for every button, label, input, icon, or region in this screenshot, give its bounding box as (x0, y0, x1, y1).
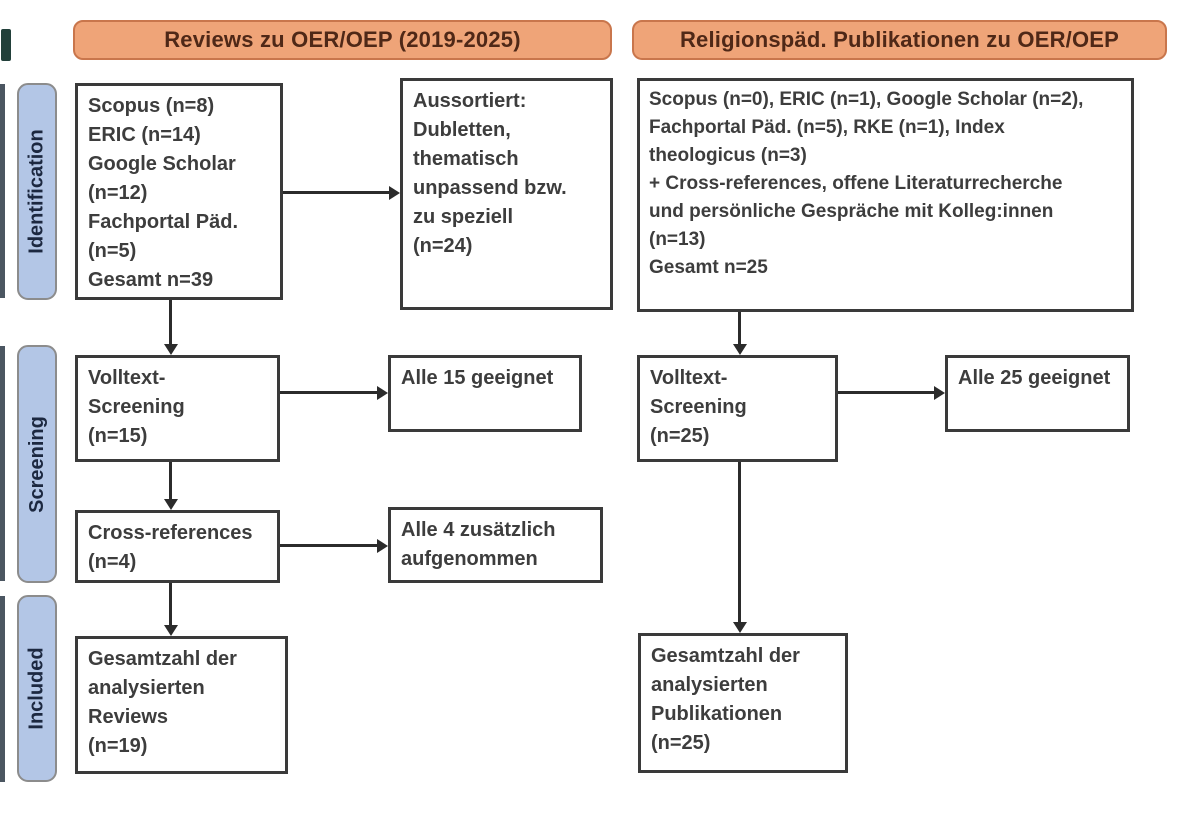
node-right-fulltext-screening: Volltext- Screening (n=25) (637, 355, 838, 462)
node-left-crossref: Cross-references (n=4) (75, 510, 280, 583)
crop-artifact-square (1, 29, 11, 61)
node-right-eligible: Alle 25 geeignet (945, 355, 1130, 432)
node-left-eligible: Alle 15 geeignet (388, 355, 582, 432)
crop-artifact-bar-included (0, 596, 5, 782)
stage-identification-label: Identification (25, 129, 48, 254)
node-left-total: Gesamtzahl der analysierten Reviews (n=1… (75, 636, 288, 774)
node-left-sorted-out: Aussortiert: Dubletten, thematisch unpas… (400, 78, 613, 310)
crop-artifact-bar-identification (0, 84, 5, 298)
crop-artifact-bar-screening (0, 346, 5, 581)
column-header-reviews: Reviews zu OER/OEP (2019-2025) (73, 20, 612, 60)
node-left-crossref-added: Alle 4 zusätzlich aufgenommen (388, 507, 603, 583)
stage-screening-label: Screening (25, 415, 48, 513)
stage-included-label: Included (25, 647, 48, 730)
column-header-religionspaed: Religionspäd. Publikationen zu OER/OEP (632, 20, 1167, 60)
stage-screening: Screening (17, 345, 57, 583)
node-right-total: Gesamtzahl der analysierten Publikatione… (638, 633, 848, 773)
node-left-sources: Scopus (n=8) ERIC (n=14) Google Scholar … (75, 83, 283, 300)
stage-included: Included (17, 595, 57, 782)
node-left-fulltext-screening: Volltext- Screening (n=15) (75, 355, 280, 462)
stage-identification: Identification (17, 83, 57, 300)
node-right-sources: Scopus (n=0), ERIC (n=1), Google Scholar… (637, 78, 1134, 312)
